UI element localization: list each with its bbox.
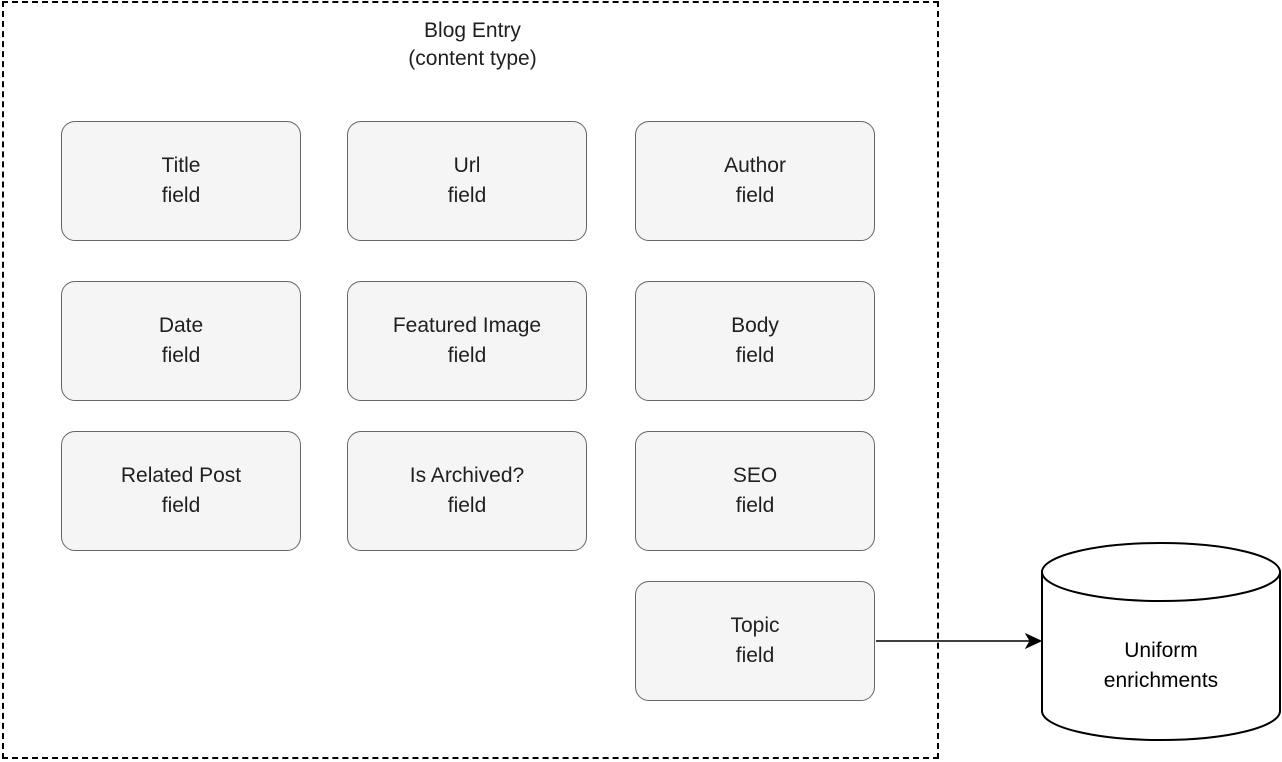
field-name: Body <box>731 314 779 337</box>
field-name: Title <box>161 154 201 177</box>
field-date[interactable]: Date field <box>61 281 301 401</box>
field-title[interactable]: Title field <box>61 121 301 241</box>
field-kind: field <box>735 644 775 667</box>
database-cylinder[interactable] <box>1041 542 1281 741</box>
container-title-name: Blog Entry <box>424 19 521 42</box>
field-name: Url <box>453 154 481 177</box>
container-title: Blog Entry (content type) <box>4 17 941 73</box>
field-author[interactable]: Author field <box>635 121 875 241</box>
field-url[interactable]: Url field <box>347 121 587 241</box>
field-kind: field <box>447 344 487 367</box>
container-title-type: (content type) <box>408 47 537 70</box>
content-type-container: Blog Entry (content type) <box>2 1 939 759</box>
field-name: Author <box>724 154 786 177</box>
field-name: Topic <box>730 614 780 637</box>
field-kind: field <box>735 344 775 367</box>
field-related-post[interactable]: Related Post field <box>61 431 301 551</box>
field-is-archived[interactable]: Is Archived? field <box>347 431 587 551</box>
field-body[interactable]: Body field <box>635 281 875 401</box>
database-label-line1: Uniform <box>1124 639 1198 662</box>
field-name: Date <box>158 314 204 337</box>
field-featured-image[interactable]: Featured Image field <box>347 281 587 401</box>
field-kind: field <box>735 184 775 207</box>
connector-arrow <box>876 632 1043 650</box>
field-kind: field <box>447 494 487 517</box>
field-name: Is Archived? <box>409 464 525 487</box>
field-kind: field <box>161 494 201 517</box>
field-name: Featured Image <box>392 314 542 337</box>
field-seo[interactable]: SEO field <box>635 431 875 551</box>
field-topic[interactable]: Topic field <box>635 581 875 701</box>
field-kind: field <box>161 344 201 367</box>
field-name: Related Post <box>120 464 242 487</box>
database-label: Uniform enrichments <box>1041 636 1281 696</box>
field-kind: field <box>447 184 487 207</box>
field-kind: field <box>161 184 201 207</box>
field-kind: field <box>735 494 775 517</box>
database-label-line2: enrichments <box>1103 669 1219 692</box>
field-name: SEO <box>732 464 778 487</box>
